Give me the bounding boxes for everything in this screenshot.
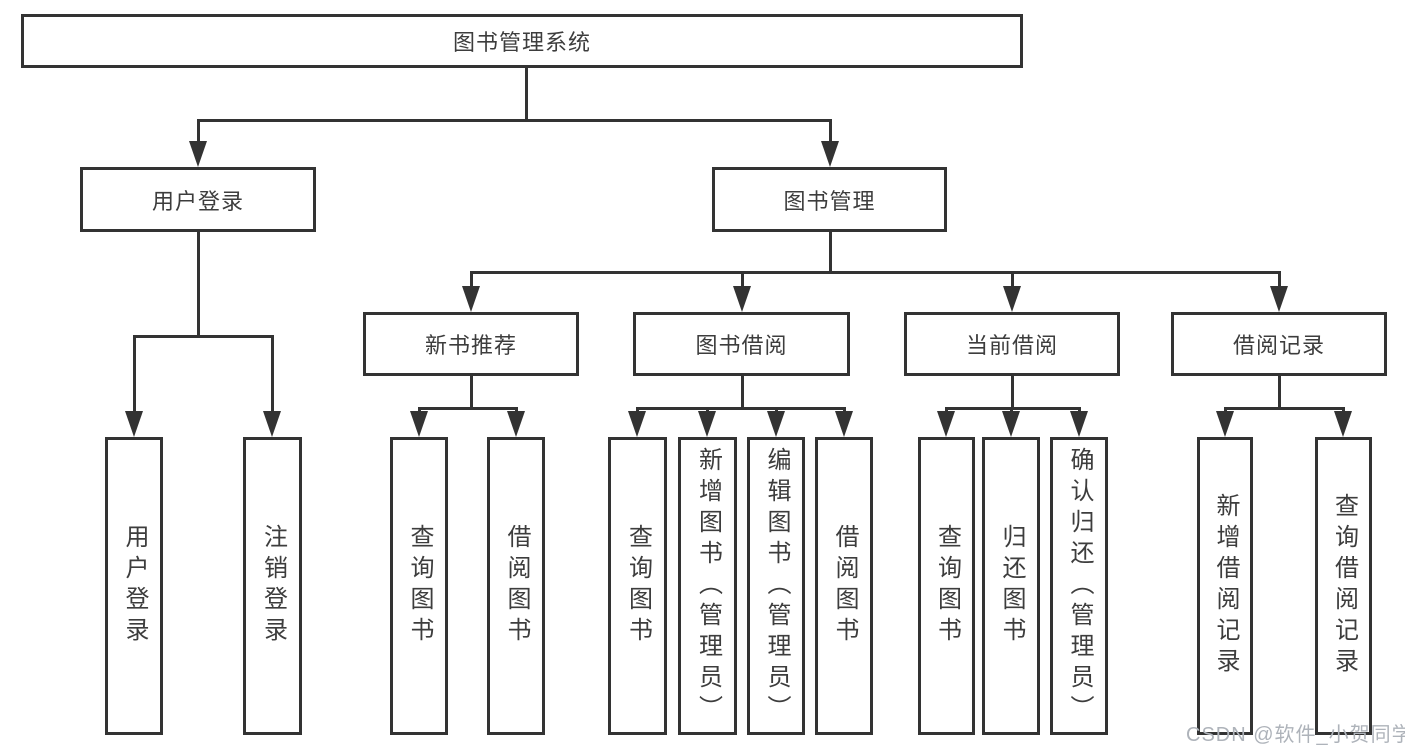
leaf-cb-confirm-return-admin: 确认归还（管理员）	[1050, 437, 1108, 735]
connector-line	[197, 232, 200, 338]
arrow-down-icon	[1216, 411, 1234, 437]
connector-line	[636, 407, 846, 410]
connector-line	[1011, 376, 1014, 410]
leaf-logout: 注销登录	[243, 437, 302, 735]
leaf-nb-borrow-books: 借阅图书	[487, 437, 545, 735]
leaf-label: 新增图书（管理员）	[694, 446, 722, 726]
connector-line	[197, 119, 200, 145]
leaf-cb-query-books: 查询图书	[918, 437, 975, 735]
connector-line	[1011, 271, 1014, 289]
connector-line	[945, 407, 1081, 410]
arrow-down-icon	[628, 411, 646, 437]
arrow-down-icon	[1003, 286, 1021, 312]
leaf-label: 查询借阅记录	[1330, 493, 1358, 679]
arrow-down-icon	[937, 411, 955, 437]
arrow-down-icon	[125, 411, 143, 437]
leaf-label: 用户登录	[121, 524, 148, 648]
leaf-bb-edit-books-admin: 编辑图书（管理员）	[747, 437, 805, 735]
node-label: 图书管理	[783, 188, 876, 214]
connector-line	[1278, 376, 1281, 410]
leaf-label: 查询图书	[406, 524, 433, 648]
connector-line	[741, 376, 744, 410]
connector-line	[829, 119, 832, 145]
leaf-label: 查询图书	[624, 524, 652, 648]
arrow-down-icon	[1002, 411, 1020, 437]
leaf-label: 注销登录	[259, 524, 287, 648]
arrow-down-icon	[733, 286, 751, 312]
leaf-label: 新增借阅记录	[1212, 493, 1239, 679]
node-current-borrow: 当前借阅	[904, 312, 1120, 376]
leaf-br-query-record: 查询借阅记录	[1315, 437, 1372, 735]
connector-line	[418, 407, 518, 410]
leaf-label: 归还图书	[998, 524, 1025, 648]
csdn-watermark: CSDN @软件_小贺同学	[1186, 724, 1405, 746]
arrow-down-icon	[1270, 286, 1288, 312]
leaf-bb-query-books: 查询图书	[608, 437, 667, 735]
connector-line	[197, 119, 832, 122]
arrow-down-icon	[462, 286, 480, 312]
node-label: 用户登录	[151, 188, 244, 214]
arrow-down-icon	[1334, 411, 1352, 437]
connector-line	[1278, 271, 1281, 289]
arrow-down-icon	[263, 411, 281, 437]
node-label: 新书推荐	[424, 333, 517, 358]
connector-line	[741, 271, 744, 289]
node-user-login-group: 用户登录	[80, 167, 316, 232]
node-root-library-system: 图书管理系统	[21, 14, 1023, 68]
arrow-down-icon	[767, 411, 785, 437]
arrow-down-icon	[835, 411, 853, 437]
connector-line	[525, 68, 528, 122]
leaf-label: 编辑图书（管理员）	[763, 446, 790, 726]
leaf-br-add-record: 新增借阅记录	[1197, 437, 1253, 735]
leaf-label: 确认归还（管理员）	[1066, 446, 1093, 726]
leaf-cb-return-books: 归还图书	[982, 437, 1040, 735]
node-label: 借阅记录	[1232, 333, 1325, 358]
connector-line	[470, 271, 1281, 274]
arrow-down-icon	[821, 141, 839, 167]
node-new-book-recommend: 新书推荐	[363, 312, 579, 376]
arrow-down-icon	[507, 411, 525, 437]
connector-line	[470, 376, 473, 410]
leaf-bb-add-books-admin: 新增图书（管理员）	[678, 437, 737, 735]
node-label: 当前借阅	[965, 333, 1058, 358]
node-label: 图书管理系统	[452, 30, 591, 55]
node-borrow-records: 借阅记录	[1171, 312, 1387, 376]
connector-line	[271, 335, 274, 413]
connector-line	[1224, 407, 1345, 410]
arrow-down-icon	[698, 411, 716, 437]
node-book-borrow: 图书借阅	[633, 312, 850, 376]
connector-line	[133, 335, 274, 338]
arrow-down-icon	[189, 141, 207, 167]
arrow-down-icon	[1070, 411, 1088, 437]
leaf-label: 借阅图书	[503, 524, 530, 648]
connector-line	[133, 335, 136, 413]
node-label: 图书借阅	[695, 333, 788, 358]
connector-line	[829, 232, 832, 274]
node-book-management: 图书管理	[712, 167, 947, 232]
connector-line	[470, 271, 473, 289]
leaf-nb-query-books: 查询图书	[390, 437, 448, 735]
leaf-label: 借阅图书	[831, 524, 858, 648]
leaf-user-login: 用户登录	[105, 437, 163, 735]
leaf-label: 查询图书	[933, 524, 961, 648]
arrow-down-icon	[410, 411, 428, 437]
leaf-bb-borrow-books: 借阅图书	[815, 437, 873, 735]
